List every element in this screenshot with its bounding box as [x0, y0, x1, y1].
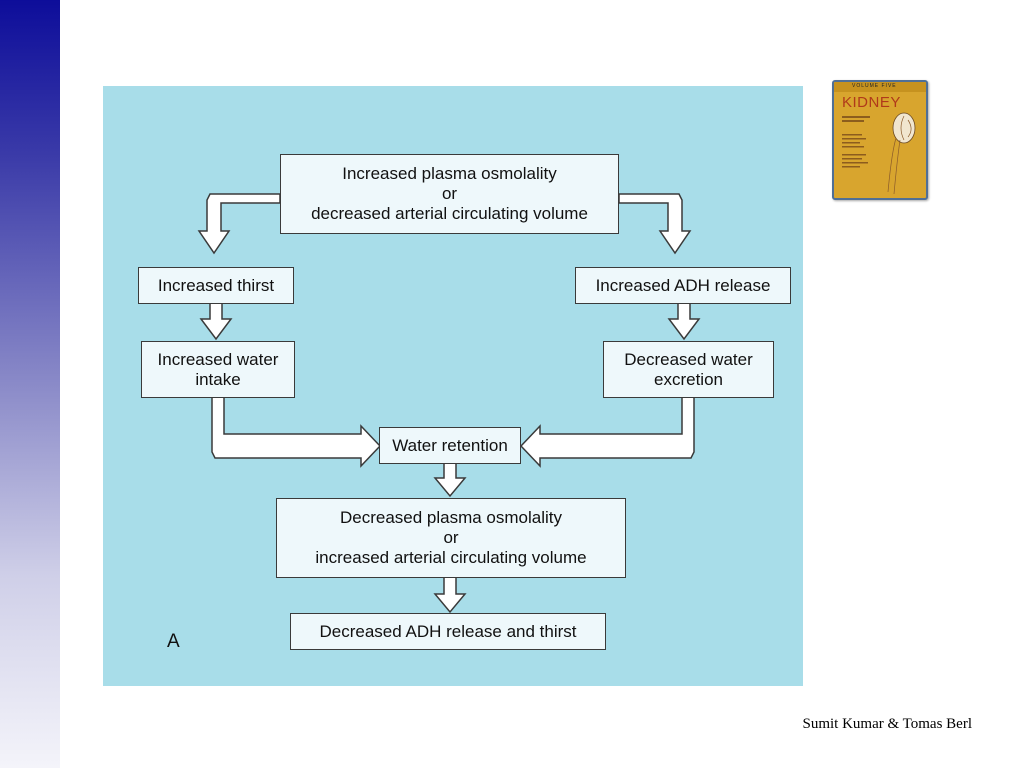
- node-increased-water-intake: Increased water intake: [141, 341, 295, 398]
- slide-side-bar: [0, 0, 60, 768]
- arrow-retention-to-result: [433, 461, 467, 498]
- book-top-strip: [834, 82, 926, 92]
- kidney-book-cover: VOLUME FIVE KIDNEY: [832, 80, 928, 200]
- node-water-excretion-line2: excretion: [654, 369, 723, 389]
- node-water-retention-label: Water retention: [392, 435, 508, 455]
- slide-attribution: Sumit Kumar & Tomas Berl: [802, 716, 973, 732]
- flow-arrows: [197, 193, 701, 614]
- node-result-line1: Decreased plasma osmolality: [339, 508, 563, 527]
- arrow-start-to-adh: [618, 193, 692, 255]
- node-final: Decreased ADH release and thirst: [290, 613, 606, 650]
- node-start-line3: decreased arterial circulating volume: [311, 204, 588, 223]
- node-result-line3: increased arterial circulating volume: [315, 548, 587, 567]
- node-increased-thirst: Increased thirst: [138, 267, 294, 304]
- arrow-excretion-to-retention: [519, 395, 695, 468]
- node-start: Increased plasma osmolality or decreased…: [280, 154, 619, 234]
- node-decreased-water-excretion: Decreased water excretion: [603, 341, 774, 398]
- diagram-panel: Increased plasma osmolality or decreased…: [103, 86, 803, 686]
- book-title: KIDNEY: [842, 94, 901, 111]
- panel-label: A: [167, 631, 180, 652]
- node-increased-thirst-label: Increased thirst: [157, 275, 275, 295]
- arrow-result-to-final: [433, 575, 467, 614]
- node-increased-adh-release: Increased ADH release: [575, 267, 791, 304]
- node-start-line1: Increased plasma osmolality: [342, 164, 557, 183]
- kidney-illustration-icon: [842, 112, 916, 195]
- arrow-intake-to-retention: [211, 395, 382, 468]
- node-result-line2: or: [443, 528, 459, 547]
- book-volume-text: VOLUME FIVE: [852, 83, 897, 89]
- arrow-start-to-thirst: [197, 193, 281, 255]
- node-final-label: Decreased ADH release and thirst: [319, 621, 577, 641]
- node-water-intake-line2: intake: [195, 369, 241, 389]
- node-water-intake-line1: Increased water: [157, 349, 279, 369]
- node-result: Decreased plasma osmolality or increased…: [276, 498, 626, 578]
- node-water-retention: Water retention: [379, 427, 521, 464]
- arrow-thirst-to-intake: [199, 300, 233, 341]
- node-water-excretion-line1: Decreased water: [624, 349, 753, 369]
- node-increased-adh-release-label: Increased ADH release: [595, 275, 771, 295]
- node-start-line2: or: [441, 184, 458, 203]
- arrow-adh-to-excretion: [667, 300, 701, 341]
